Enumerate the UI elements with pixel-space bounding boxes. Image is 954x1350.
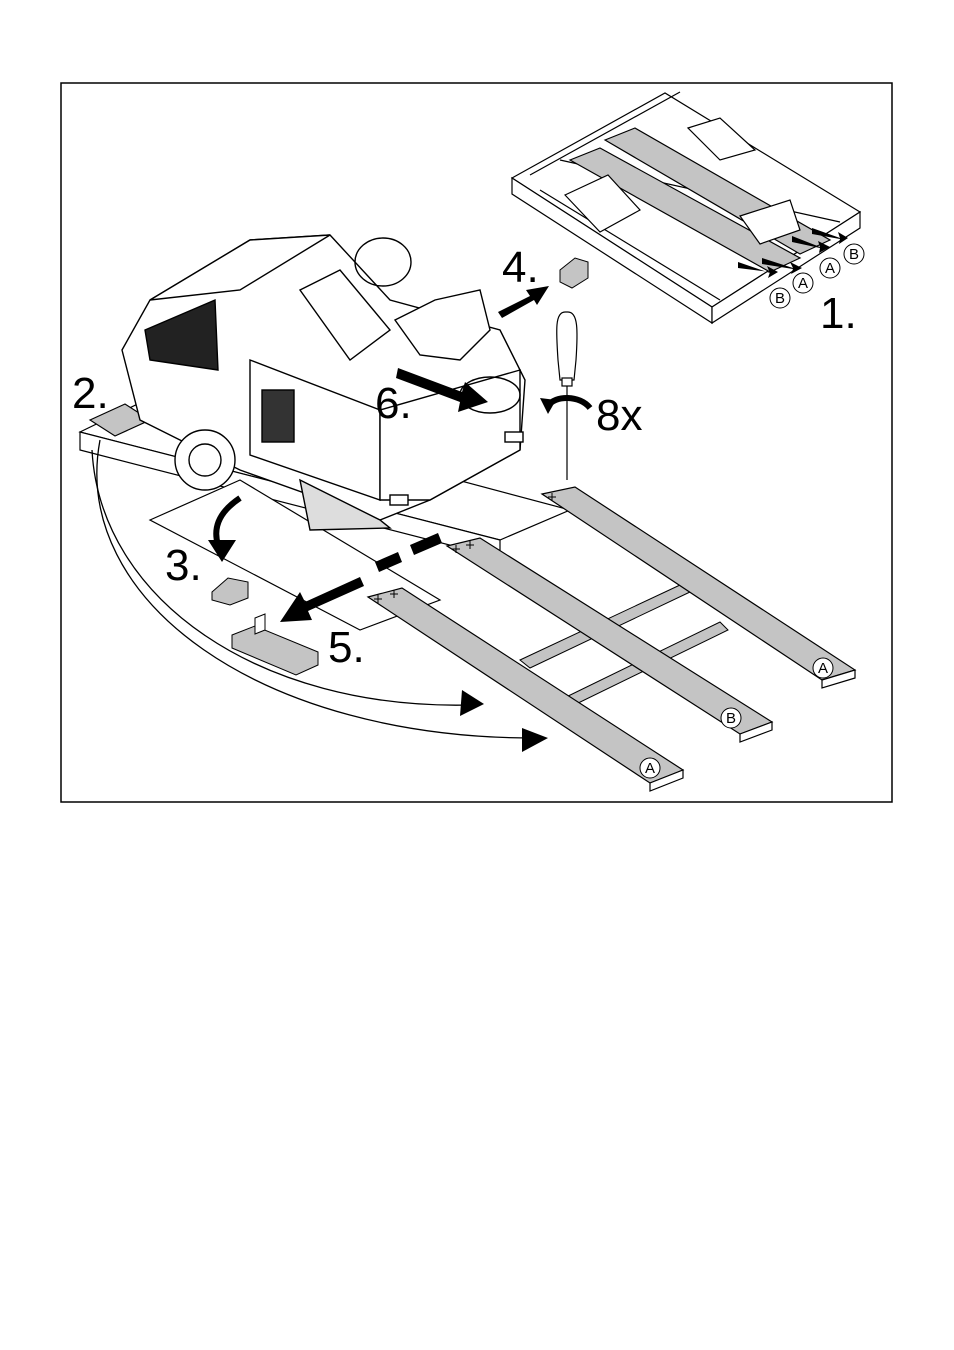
wedge-5 [232,614,318,675]
label-b-2: B [849,246,859,263]
step-6-label: 6. [375,379,412,428]
screw-count-label: 8x [596,391,642,440]
block-4 [560,258,588,288]
arrow-step5-dashes [375,533,442,572]
arrowhead-outer [522,728,548,752]
ramp-board-a-right [542,487,855,680]
step-5-label: 5. [328,623,365,672]
step-4-label: 4. [502,243,539,292]
label-a-3: A [818,660,828,677]
label-a-4: A [645,760,655,777]
label-a-1: A [798,275,808,292]
arrowhead-inner [460,690,484,716]
rotation-arrowhead [540,398,556,414]
label-a-2: A [825,260,835,277]
label-b-1: B [775,290,785,307]
label-b-3: B [726,710,736,727]
rotation-arrow [548,398,590,408]
ramp-board-b [447,538,772,734]
step-3-label: 3. [165,541,202,590]
step-1-label: 1. [820,289,857,338]
block-3 [212,578,248,605]
step-2-label: 2. [72,369,109,418]
